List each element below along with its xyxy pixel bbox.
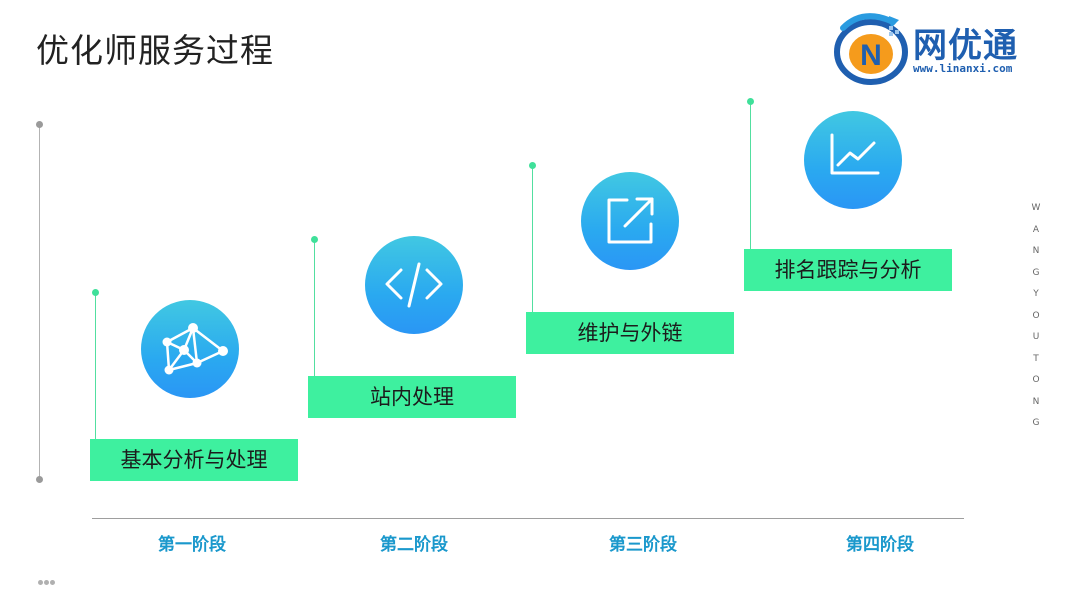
logo-brand-text: 网优通 bbox=[913, 26, 1018, 66]
stage-4-stem bbox=[750, 102, 751, 249]
stage-2-stem bbox=[314, 240, 315, 376]
page-title: 优化师服务过程 bbox=[36, 31, 274, 70]
left-timeline-bottom-dot bbox=[36, 476, 43, 483]
stage-3-stem bbox=[532, 166, 533, 312]
stage-2-label: 站内处理 bbox=[308, 376, 516, 418]
phase-3-label: 第三阶段 bbox=[609, 535, 677, 555]
code-brackets-icon bbox=[385, 262, 443, 308]
side-vertical-text: WANGYOUTONG bbox=[1031, 203, 1041, 428]
stage-3-label: 维护与外链 bbox=[526, 312, 734, 354]
phase-2-label: 第二阶段 bbox=[380, 535, 448, 555]
external-link-icon bbox=[607, 197, 654, 244]
stage-1-label: 基本分析与处理 bbox=[90, 439, 298, 481]
line-chart-icon bbox=[830, 133, 880, 175]
phase-1-label: 第一阶段 bbox=[158, 535, 226, 555]
stage-2-dot bbox=[311, 236, 318, 243]
stage-4-label: 排名跟踪与分析 bbox=[744, 249, 952, 291]
more-dots-icon bbox=[38, 570, 56, 589]
logo-mark-icon: N bbox=[834, 13, 908, 85]
network-nodes-icon bbox=[162, 323, 228, 375]
left-timeline-top-dot bbox=[36, 121, 43, 128]
phase-baseline bbox=[92, 518, 964, 519]
stage-1-dot bbox=[92, 289, 99, 296]
phase-4-label: 第四阶段 bbox=[846, 535, 914, 555]
logo-badge-letter: N bbox=[860, 39, 882, 72]
left-timeline-line bbox=[39, 125, 40, 479]
stage-2-circle bbox=[365, 236, 463, 334]
stage-3-circle bbox=[581, 172, 679, 270]
stage-4-circle bbox=[804, 111, 902, 209]
stage-3-dot bbox=[529, 162, 536, 169]
stage-1-stem bbox=[95, 293, 96, 439]
stage-1-circle bbox=[141, 300, 239, 398]
brand-logo: N 网优通 www.linanxi.com bbox=[833, 12, 1033, 86]
stage-4-dot bbox=[747, 98, 754, 105]
logo-url-text: www.linanxi.com bbox=[913, 62, 1013, 75]
